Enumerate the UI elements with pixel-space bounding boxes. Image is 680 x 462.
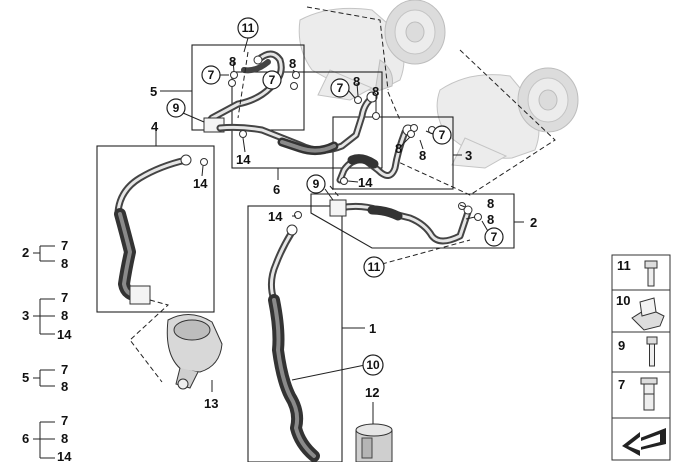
- group-box-3: [332, 116, 454, 190]
- part-cell-11: [611, 254, 671, 291]
- filter-canister: [355, 423, 393, 462]
- callout-8-f: 8: [419, 148, 426, 163]
- pipe-group-5: [203, 50, 285, 133]
- callout-9-a: 9: [173, 101, 180, 115]
- part-cell-9: [611, 331, 671, 373]
- callout-11-top: 11: [242, 21, 255, 35]
- pipe-group-2: [329, 199, 473, 245]
- callout-9-b: 9: [313, 177, 320, 191]
- callout-4: 4: [151, 119, 159, 134]
- callout-7-d: 7: [439, 128, 446, 142]
- callout-11-bottom-link: [381, 239, 471, 265]
- svg-text:3: 3: [22, 308, 29, 323]
- callout-8-c: 8: [353, 74, 360, 89]
- callout-8-d: 8: [372, 84, 379, 99]
- callout-7-a: 7: [208, 68, 215, 82]
- callout-7-e: 7: [491, 230, 498, 244]
- connectors: [200, 71, 482, 221]
- callout-circle-7-d: [432, 125, 452, 145]
- svg-text:7: 7: [61, 290, 68, 305]
- callout-8-e: 8: [395, 141, 402, 156]
- callout-8-g: 8: [487, 196, 494, 211]
- svg-text:8: 8: [61, 431, 68, 446]
- svg-text:8: 8: [61, 256, 68, 271]
- callout-circle-10: [362, 354, 384, 376]
- turbocharger-upper-ghost: [298, 0, 446, 101]
- callout-7-c: 7: [337, 81, 344, 95]
- callout-14-c: 14: [358, 175, 373, 190]
- callout-circle-7-b: [262, 70, 282, 90]
- svg-text:6: 6: [22, 431, 29, 446]
- bolt-icon: [644, 260, 658, 287]
- callout-2: 2: [530, 215, 537, 230]
- legend-group-6: 6 7 8 14: [22, 413, 72, 462]
- turbo-upper-boundary: [306, 6, 389, 91]
- legend-group-5: 5 7 8: [22, 362, 68, 394]
- callout-14-b: 14: [193, 176, 208, 191]
- callout-13: 13: [204, 396, 218, 411]
- svg-text:7: 7: [61, 238, 68, 253]
- turbocharger-lower-ghost: [436, 67, 579, 169]
- legend-group-3: 3 7 8 14: [22, 290, 72, 342]
- callout-circle-9-a: [166, 98, 186, 118]
- callout-3: 3: [465, 148, 472, 163]
- callout-10: 10: [366, 358, 380, 372]
- pipe-group-6: [216, 91, 378, 156]
- callout-7-b: 7: [269, 73, 276, 87]
- callout-11-top-link: [237, 51, 249, 119]
- callout-14-a: 14: [236, 152, 251, 167]
- turbo-lower-boundary: [393, 49, 556, 196]
- svg-text:7: 7: [618, 377, 625, 392]
- direction-arrow-icon: [622, 428, 666, 456]
- svg-text:5: 5: [22, 370, 29, 385]
- pump-link-line: [129, 299, 169, 383]
- svg-text:8: 8: [61, 308, 68, 323]
- svg-text:2: 2: [22, 245, 29, 260]
- callout-5: 5: [150, 84, 157, 99]
- svg-text:7: 7: [61, 413, 68, 428]
- hose-group-4: [114, 154, 192, 305]
- clip-icon: [631, 297, 665, 331]
- callout-8-a: 8: [229, 54, 236, 69]
- svg-text:11: 11: [617, 258, 631, 273]
- group-box-2: [310, 193, 515, 249]
- callout-9-link: [329, 185, 341, 199]
- svg-text:9: 9: [618, 338, 625, 353]
- callout-12: 12: [365, 385, 379, 400]
- turbo-link-line: [387, 91, 401, 121]
- screw-icon: [646, 336, 658, 367]
- svg-text:10: 10: [616, 293, 630, 308]
- hose-group-1: [267, 224, 320, 462]
- banjo-bolt-icon: [640, 377, 658, 411]
- svg-text:7: 7: [61, 362, 68, 377]
- callout-circle-7-c: [330, 78, 350, 98]
- callout-11-bottom: 11: [368, 260, 381, 274]
- parts-column: 11 10 9 7: [611, 254, 671, 461]
- electric-coolant-pump: [166, 314, 223, 390]
- callout-8-b: 8: [289, 56, 296, 71]
- callout-circle-7-a: [201, 65, 221, 85]
- callout-circle-11-bottom: [363, 256, 385, 278]
- legend-group-2: 2 7 8: [22, 238, 68, 271]
- callout-1: 1: [369, 321, 376, 336]
- callout-6: 6: [273, 182, 280, 197]
- callout-circle-7-e: [484, 227, 504, 247]
- callout-circle-11-top: [237, 17, 259, 39]
- group-box-1: [247, 205, 343, 462]
- group-box-6: [231, 71, 383, 169]
- svg-text:14: 14: [57, 327, 72, 342]
- svg-text:14: 14: [57, 449, 72, 462]
- callout-8-h: 8: [487, 212, 494, 227]
- callout-14-d: 14: [268, 209, 283, 224]
- callout-circle-9-b: [306, 174, 326, 194]
- svg-text:8: 8: [61, 379, 68, 394]
